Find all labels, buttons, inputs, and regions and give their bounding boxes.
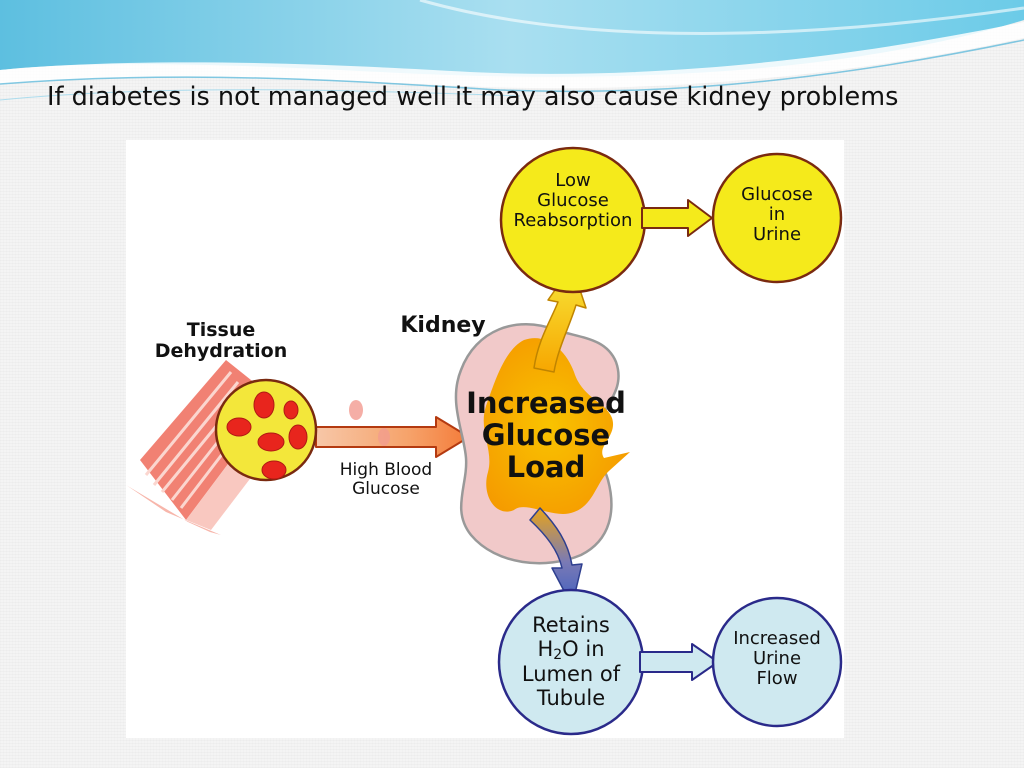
glucose-in-urine-label: Glucose in Urine — [741, 184, 813, 245]
increased-urine-flow-label: Increased Urine Flow — [733, 628, 821, 689]
glucose-urine-node — [711, 152, 843, 284]
blood-cell-icon — [349, 400, 363, 420]
high-blood-glucose-label: High Blood Glucose — [339, 460, 433, 499]
glucose-urine-arrow — [641, 199, 713, 237]
blood-cell-icon — [378, 428, 390, 446]
kidney-label: Kidney — [400, 313, 486, 338]
high-glucose-arrow — [315, 416, 470, 458]
diagram-graphics — [126, 146, 843, 736]
retains-water-text-a: Retains H — [532, 613, 610, 661]
increased-glucose-load-label: Increased Glucose Load — [466, 386, 626, 484]
slide-title: If diabetes is not managed well it may a… — [47, 82, 899, 112]
retains-water-text-b: O in Lumen of Tubule — [521, 636, 621, 710]
retains-water-label: Retains H2O in Lumen of Tubule — [501, 613, 641, 710]
blood-vessel-icon — [214, 378, 318, 482]
low-reabsorption-label: Low Glucose Reabsorption — [513, 170, 633, 231]
retains-water-subscript: 2 — [553, 646, 563, 663]
glucose-load-blob — [483, 338, 630, 514]
tissue-dehydration-label: Tissue Dehydration — [154, 319, 288, 362]
header-wave-decoration — [0, 0, 1024, 101]
urine-flow-arrow — [639, 643, 719, 681]
diagram-panel: Tissue Dehydration Kidney Increased Gluc… — [126, 140, 844, 738]
urine-flow-node — [711, 596, 843, 728]
